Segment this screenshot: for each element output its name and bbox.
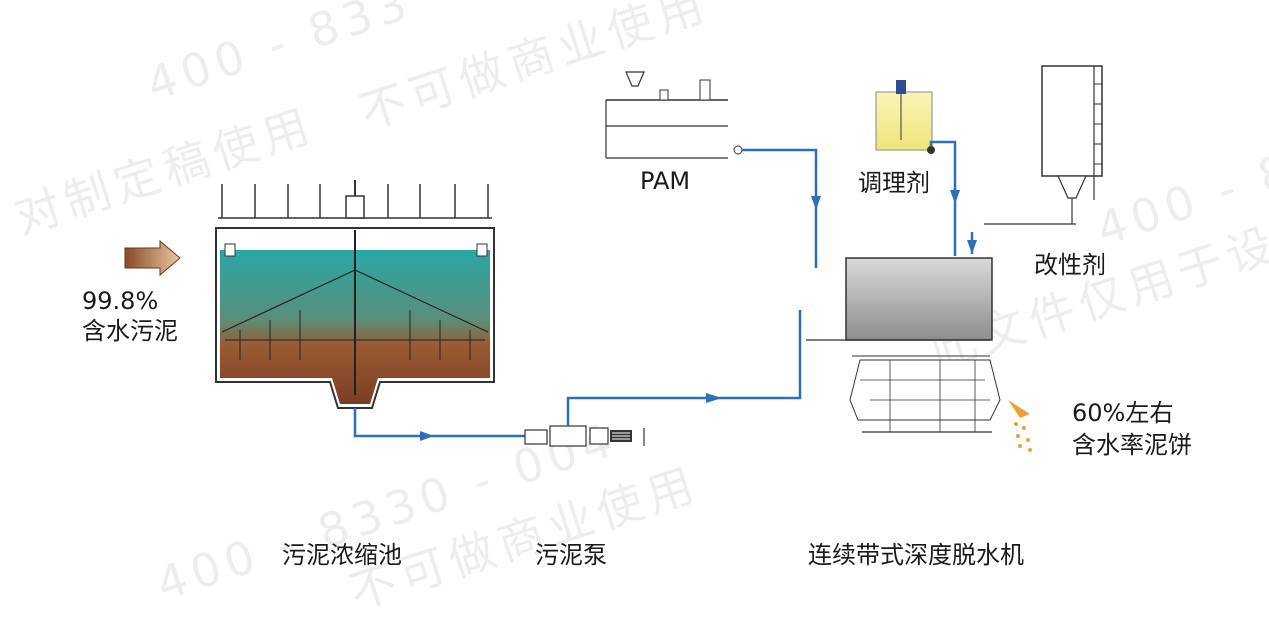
inlet-percent-label: 99.8%	[82, 287, 159, 315]
feed-pipe	[566, 310, 802, 426]
sludge-cake-icon	[1008, 400, 1032, 452]
modifier-pipe	[967, 232, 977, 254]
modifier-silo	[984, 65, 1103, 225]
thickener-label: 污泥浓缩池	[282, 541, 402, 569]
cake-percent-label: 60%左右	[1072, 399, 1174, 427]
cake-desc-label: 含水率泥饼	[1072, 431, 1192, 459]
sludge-pipe	[353, 408, 525, 441]
inlet-desc-label: 含水污泥	[82, 317, 178, 345]
conditioner-pipe	[929, 140, 960, 256]
conditioner-tank	[875, 80, 935, 154]
pam-dosing-unit	[605, 71, 743, 159]
pam-pipe	[742, 148, 821, 268]
thickener-tank	[215, 180, 495, 409]
sludge-pump-icon	[524, 425, 645, 447]
modifier-label: 改性剂	[1034, 251, 1106, 279]
inlet-arrow-icon	[124, 239, 181, 277]
pam-label: PAM	[640, 167, 691, 195]
belt-press	[806, 257, 1001, 433]
conditioner-label: 调理剂	[858, 169, 930, 197]
press-label: 连续带式深度脱水机	[808, 541, 1024, 569]
pump-label: 污泥泵	[535, 541, 607, 569]
